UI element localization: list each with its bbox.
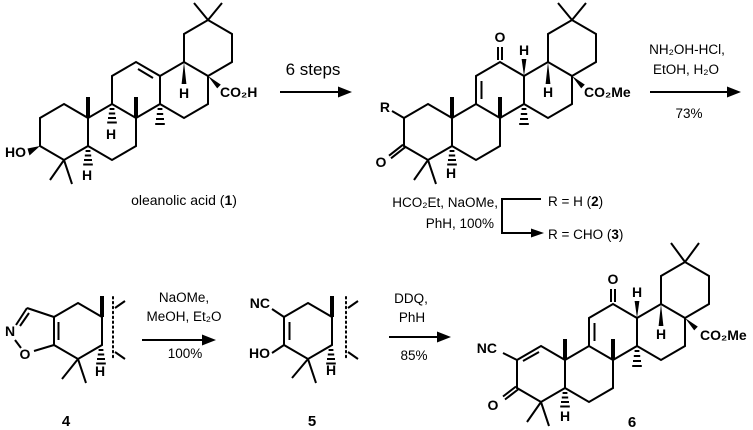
skeleton-bonds [14, 300, 126, 384]
reagent-line-2: EtOH, H₂O [653, 62, 719, 77]
arrow-label: 6 steps [286, 60, 341, 79]
yield-label: 73% [675, 106, 702, 121]
hashed-bonds [326, 349, 336, 365]
methyl-ester-label: CO₂Me [700, 327, 747, 343]
skeleton-bonds [39, 2, 233, 185]
structure-oleanolic-acid: HO CO₂H H H H oleanolic acid (1) [5, 2, 257, 208]
label-text: ) [619, 227, 624, 242]
label-text: R = CHO ( [548, 227, 612, 242]
compound-2-number: 2 [591, 194, 599, 209]
caption-text: ) [232, 192, 237, 208]
label-text: ) [599, 194, 604, 209]
nitrile-label: NC [250, 295, 270, 311]
r-equals-h-label: R = H (2) [548, 194, 603, 209]
r-group-label: R [380, 99, 390, 115]
arrowhead [437, 331, 451, 343]
hashed-bonds [560, 350, 642, 408]
yield-label: 85% [400, 348, 427, 363]
structure-cyano-enone-6: NC O O H H H CO₂Me 6 [477, 242, 747, 430]
arrowhead [202, 334, 216, 346]
arrow-4-to-5: NaOMe, MeOH, Et₂O 100% [142, 290, 222, 361]
compound-4-number: 4 [62, 413, 71, 430]
ketone-o-c3-label: O [488, 397, 499, 413]
compound-1-number: 1 [224, 192, 232, 208]
structure-cyano-enol-5: NC HO H 5 [249, 295, 359, 430]
compound-3-number: 3 [611, 227, 619, 242]
arrow-oximation: NH₂OH-HCl, EtOH, H₂O 73% [649, 42, 741, 121]
arrow-5-to-6: DDQ, PhH 85% [389, 291, 451, 363]
bold-methyl-bonds [450, 97, 502, 118]
h-c18-label: H [656, 326, 666, 342]
compound-6-number: 6 [628, 414, 636, 430]
reagent-line-1: DDQ, [394, 291, 428, 306]
yield-label: 100% [168, 346, 203, 361]
r-equals-cho-label: R = CHO (3) [548, 227, 623, 242]
hashed-bonds [96, 349, 106, 365]
bracket-arrowhead [531, 228, 544, 238]
h-c18-label: H [179, 85, 189, 101]
h-c13-label: H [519, 42, 529, 58]
enol-hydroxyl-label: HO [249, 345, 270, 361]
h-c13-label: H [632, 284, 642, 300]
structure-isoxazole-4: N O H 4 [5, 296, 126, 430]
carboxylic-acid-label: CO₂H [220, 84, 257, 100]
reagent-line-2: PhH [399, 310, 425, 325]
h-c5-label: H [446, 165, 456, 181]
ketone-o-c12-label: O [608, 271, 619, 287]
h-c9-label: H [106, 126, 116, 142]
arrowhead [338, 86, 352, 98]
bold-methyl-bonds [86, 97, 138, 118]
nitrogen-label: N [5, 323, 15, 339]
structure-dioxo-ester-2-3: R O O H H H CO₂Me [376, 2, 631, 185]
ketone-o-c12-label: O [495, 29, 506, 45]
h-label: H [326, 362, 336, 378]
hashed-bonds [83, 108, 165, 166]
reagent-line-1: NaOMe, [159, 290, 209, 305]
arrowhead [727, 86, 741, 98]
h-label: H [95, 363, 105, 379]
conditions-formylation: HCO₂Et, NaOMe, PhH, 100% R = H (2) R = C… [392, 194, 623, 242]
h-c18-label: H [543, 84, 553, 100]
compound-1-caption: oleanolic acid (1) [131, 192, 237, 208]
hydroxyl-label: HO [5, 144, 26, 160]
conditions-line-1: HCO₂Et, NaOMe, [392, 195, 498, 210]
h-c5-label: H [82, 167, 92, 183]
methyl-ester-label: CO₂Me [584, 84, 631, 100]
h-c5-label: H [560, 408, 570, 424]
r-group-bracket [501, 198, 541, 234]
compound-5-number: 5 [308, 413, 316, 430]
reagent-line-1: NH₂OH-HCl, [649, 42, 725, 57]
hashed-bonds [447, 108, 529, 166]
arrow-6-steps: 6 steps [280, 60, 352, 98]
reagent-line-2: MeOH, Et₂O [146, 309, 221, 324]
conditions-line-2: PhH, 100% [426, 216, 494, 231]
nitrile-label: NC [477, 340, 497, 356]
label-text: R = H ( [548, 194, 592, 209]
skeleton-bonds [502, 242, 710, 427]
bold-methyl-bonds [563, 339, 615, 360]
caption-text: oleanolic acid ( [131, 192, 225, 208]
ketone-o-c3-label: O [376, 154, 387, 170]
skeleton-bonds [388, 2, 597, 185]
oxygen-label: O [20, 346, 31, 362]
skeleton-bonds [271, 300, 359, 384]
